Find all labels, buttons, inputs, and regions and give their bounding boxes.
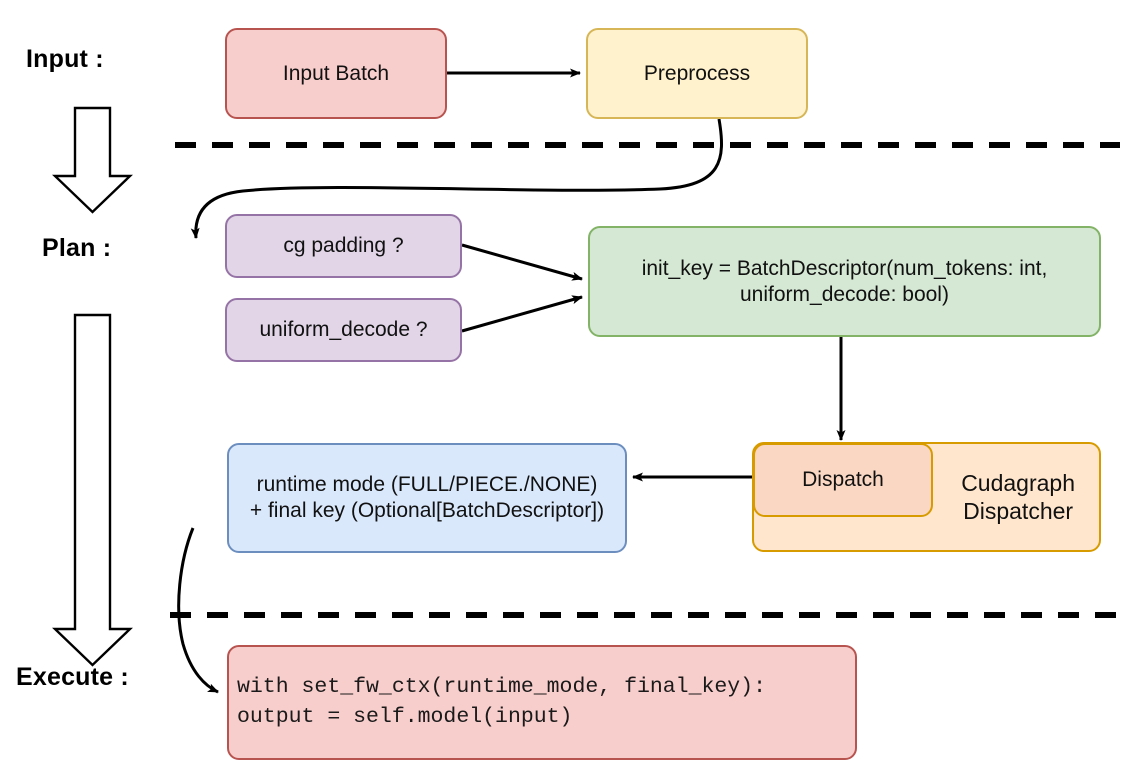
node-init-key[interactable]: init_key = BatchDescriptor(num_tokens: i… xyxy=(588,226,1101,337)
stage-label-execute: Execute : xyxy=(16,663,129,691)
node-runtime-mode[interactable]: runtime mode (FULL/PIECE./NONE) + final … xyxy=(227,443,627,553)
stage-label-plan: Plan : xyxy=(42,234,112,262)
node-uniform-decode[interactable]: uniform_decode ? xyxy=(225,298,462,362)
edge-cg-padding-to-init-key xyxy=(461,243,583,281)
edge-runtime-mode-to-exec-code xyxy=(177,527,219,694)
plan-to-execute-arrow xyxy=(52,313,133,667)
input-to-plan-arrow xyxy=(52,106,133,214)
node-dispatch[interactable]: Dispatch xyxy=(753,443,933,517)
node-preprocess[interactable]: Preprocess xyxy=(586,28,808,119)
node-input-batch[interactable]: Input Batch xyxy=(225,28,447,119)
node-exec-code[interactable]: with set_fw_ctx(runtime_mode, final_key)… xyxy=(227,645,857,760)
stage-label-input: Input : xyxy=(26,45,104,73)
node-cg-padding[interactable]: cg padding ? xyxy=(225,214,462,278)
edge-uniform-decode-to-init-key xyxy=(461,295,583,333)
